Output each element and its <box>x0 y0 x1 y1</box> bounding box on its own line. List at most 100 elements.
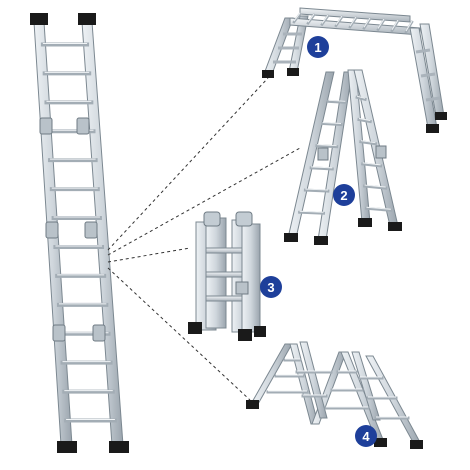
config-1-number: 1 <box>314 40 321 55</box>
ladder-foot <box>246 400 259 409</box>
rung-highlight <box>357 95 366 99</box>
hinge <box>235 281 249 295</box>
connector-line-2 <box>107 147 301 256</box>
scaffold-platform-far <box>299 7 411 23</box>
hinge <box>375 145 387 159</box>
ladder-foot <box>238 329 252 341</box>
ladder-foot <box>254 326 266 337</box>
hinge <box>317 147 329 161</box>
zigzag-rail <box>351 351 381 421</box>
rung <box>306 13 316 25</box>
rung <box>315 144 339 149</box>
ladder-foot <box>109 441 129 453</box>
rung <box>205 271 243 278</box>
rung-highlight <box>377 18 385 29</box>
config-2-badge: 2 <box>333 184 355 206</box>
ladder-foot <box>78 13 96 25</box>
hinge <box>84 221 98 239</box>
main-extended-ladder <box>30 13 129 453</box>
ladder-foot <box>374 438 387 447</box>
hinge <box>92 324 106 342</box>
folded-panel <box>241 223 261 333</box>
rung-highlight <box>363 17 371 28</box>
rung <box>320 14 330 27</box>
rung <box>326 99 347 104</box>
connector-lines <box>107 77 301 401</box>
rung <box>334 15 344 28</box>
ladder-foot <box>30 13 48 25</box>
rung-highlight <box>307 13 315 23</box>
hinge <box>45 221 59 239</box>
rung-highlight <box>293 12 301 22</box>
ladder-foot <box>262 70 274 78</box>
ladder-foot <box>410 440 423 449</box>
rung <box>415 48 431 54</box>
rung-highlight <box>321 14 329 24</box>
ladder-foot <box>435 112 447 120</box>
rung-highlight <box>360 140 376 144</box>
config-4-number: 4 <box>362 429 370 444</box>
ladder-foot <box>284 233 298 242</box>
rung-highlight <box>299 210 324 213</box>
config-2-number: 2 <box>340 188 347 203</box>
rung <box>348 16 358 29</box>
rung <box>359 139 378 146</box>
hinge-cap <box>203 211 221 227</box>
rung <box>298 210 326 215</box>
rung <box>362 17 372 30</box>
rung-highlight <box>335 15 343 26</box>
ladder-foot <box>287 68 299 76</box>
connector-line-4 <box>107 267 251 401</box>
config-4-badge: 4 <box>355 425 377 447</box>
configuration-2-a-frame: 2 <box>284 69 402 245</box>
hinge <box>39 117 53 135</box>
rung-highlight <box>358 118 371 121</box>
rung-highlight <box>366 206 391 210</box>
main-ladder-hinges <box>39 117 106 342</box>
rung-highlight <box>316 144 337 147</box>
rung-highlight <box>405 20 413 32</box>
configuration-1-scaffold: 1 <box>262 7 447 133</box>
rung <box>357 117 372 124</box>
ladder-foot <box>358 218 372 227</box>
rung <box>361 162 383 168</box>
ladder-foot <box>388 222 402 231</box>
rung-highlight <box>328 99 346 102</box>
rung <box>303 188 330 193</box>
rung <box>292 12 302 24</box>
configuration-4-zigzag: 4 <box>246 341 423 449</box>
rung <box>205 295 243 302</box>
rung-highlight <box>305 188 328 191</box>
rung <box>205 247 243 254</box>
zigzag-rail <box>250 343 293 405</box>
ladder-foot <box>426 124 439 133</box>
hinge-cap <box>235 211 253 227</box>
rung <box>404 20 414 34</box>
config-1-badge: 1 <box>307 36 329 58</box>
rung <box>420 72 436 78</box>
zigzag-rungs <box>266 358 410 420</box>
config-3-badge: 3 <box>260 276 282 298</box>
rung <box>376 18 386 32</box>
scaffold-rungs <box>292 12 414 34</box>
ladder-foot <box>314 236 328 245</box>
rung <box>390 19 400 33</box>
ladder-foot <box>57 441 77 453</box>
rung-highlight <box>362 162 381 166</box>
rung <box>309 166 334 171</box>
rung <box>362 184 388 190</box>
zigzag-rail <box>299 341 328 419</box>
main-ladder-rungs <box>40 42 117 423</box>
rung-highlight <box>311 166 333 169</box>
rung-highlight <box>364 184 386 188</box>
hinge <box>52 324 66 342</box>
rung <box>425 96 441 102</box>
rung-highlight <box>322 122 342 124</box>
config-3-number: 3 <box>267 280 274 295</box>
configuration-3-folded: 3 <box>188 211 282 341</box>
connector-line-3 <box>107 247 191 263</box>
a-frame-rungs <box>298 95 393 215</box>
scaffold-left-leg <box>263 17 294 75</box>
rung <box>355 95 367 102</box>
